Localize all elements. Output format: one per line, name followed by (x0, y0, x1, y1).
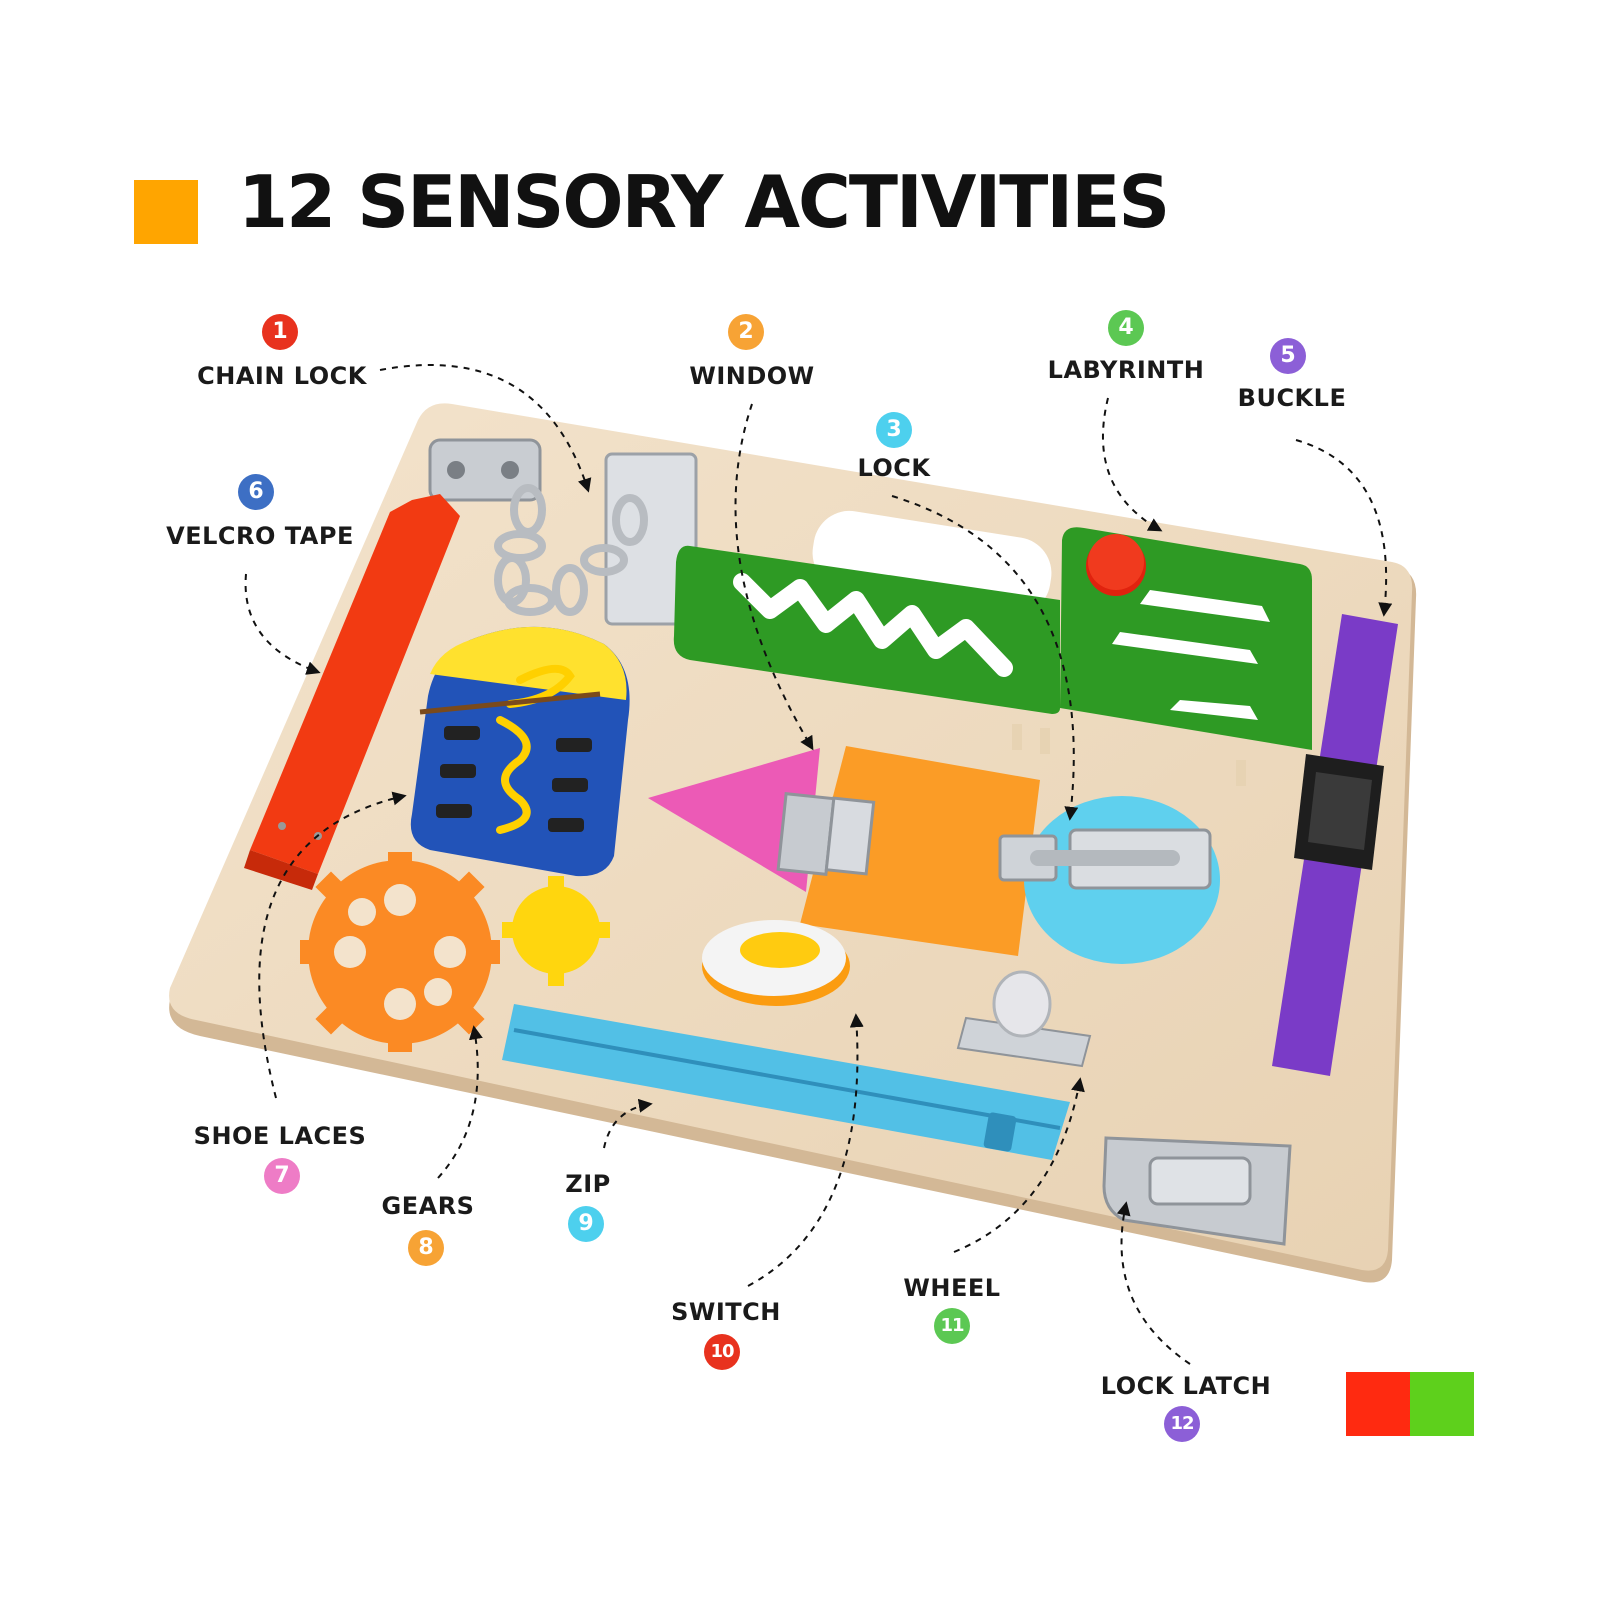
gears (300, 852, 610, 1052)
badge-5: 5 (1270, 338, 1306, 374)
leader-labyrinth (1101, 397, 1163, 532)
leader-lock-latch (1116, 1201, 1191, 1365)
labyrinth-panel (673, 527, 1312, 786)
leader-lock (891, 495, 1079, 821)
badge-7: 7 (264, 1158, 300, 1194)
leader-window (734, 403, 814, 751)
badge-1: 1 (262, 314, 298, 350)
lock-latch (1102, 1136, 1292, 1246)
label-gears: GEARS (381, 1192, 475, 1220)
label-shoe-laces: SHOE LACES (193, 1122, 367, 1150)
label-velcro-tape: VELCRO TAPE (166, 522, 354, 550)
badge-9: 9 (568, 1206, 604, 1242)
leader-zip (603, 1098, 653, 1149)
switch-button (702, 920, 850, 1006)
label-lock-latch: LOCK LATCH (1100, 1372, 1272, 1400)
zipper (502, 1004, 1070, 1160)
badge-11: 11 (934, 1308, 970, 1344)
leader-switch (747, 1013, 864, 1287)
badge-6: 6 (238, 474, 274, 510)
leader-shoe-laces (258, 791, 407, 1099)
corner-swatch-green (1410, 1372, 1474, 1436)
badge-8: 8 (408, 1230, 444, 1266)
window-panel (648, 746, 1040, 956)
badge-12: 12 (1164, 1406, 1200, 1442)
leader-chain-lock (379, 364, 592, 493)
title-accent-square (134, 180, 198, 244)
label-chain-lock: CHAIN LOCK (197, 362, 367, 390)
wheel-caster (956, 970, 1092, 1068)
leader-wheel (953, 1077, 1085, 1253)
label-switch: SWITCH (671, 1298, 781, 1326)
badge-4: 4 (1108, 310, 1144, 346)
corner-swatch-red (1346, 1372, 1410, 1436)
lock-bolt (998, 796, 1220, 964)
label-buckle: BUCKLE (1237, 384, 1347, 412)
buckle-strap (1272, 614, 1398, 1076)
badge-10: 10 (704, 1334, 740, 1370)
badge-3: 3 (876, 412, 912, 448)
leader-lines (244, 364, 1393, 1365)
label-lock: LOCK (857, 454, 931, 482)
label-labyrinth: LABYRINTH (1047, 356, 1205, 384)
leader-buckle (1295, 439, 1393, 617)
chain-lock-hardware (428, 438, 698, 626)
label-window: WINDOW (689, 362, 815, 390)
badge-2: 2 (728, 314, 764, 350)
leader-gears (437, 1025, 483, 1179)
label-zip: ZIP (565, 1170, 611, 1198)
shoe-lace-board (410, 626, 630, 877)
label-wheel: WHEEL (903, 1274, 1001, 1302)
page-title: 12 SENSORY ACTIVITIES (238, 160, 1170, 244)
leader-velcro (244, 573, 321, 675)
